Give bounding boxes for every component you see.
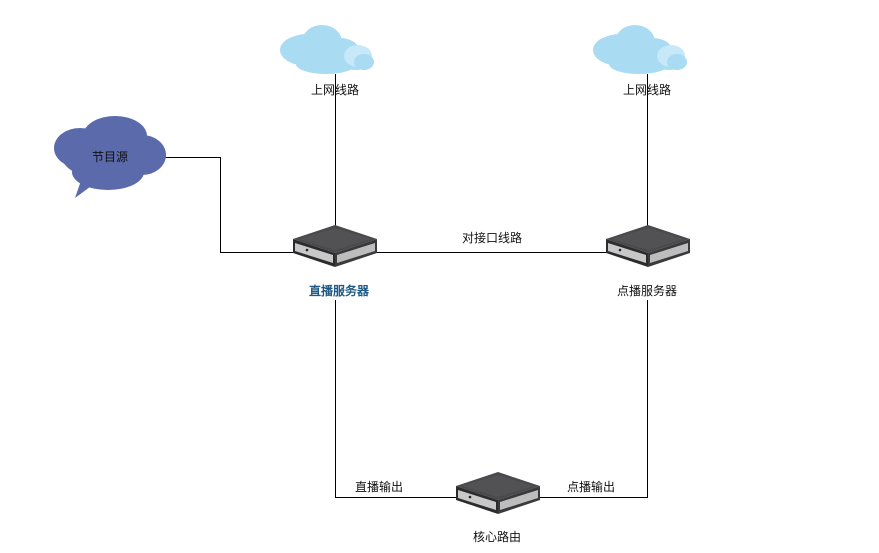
- cloud-icon: [593, 25, 687, 74]
- wire-live-output: [335, 300, 458, 498]
- core-router-label: 核心路由: [473, 529, 521, 544]
- cloud-icon: [280, 25, 374, 74]
- vod-server-label: 点播服务器: [617, 283, 677, 298]
- wire-program-source-to-live-server: [162, 157, 294, 253]
- program-source-label: 节目源: [92, 150, 128, 164]
- vod-output-link-label: 点播输出: [567, 479, 615, 494]
- wire-vod-output: [540, 300, 648, 498]
- live-server-label: 直播服务器: [309, 283, 370, 298]
- core-router[interactable]: 核心路由: [456, 472, 540, 544]
- live-server[interactable]: 直播服务器: [293, 225, 377, 298]
- server-icon: [293, 225, 377, 267]
- internet-left-label: 上网线路: [311, 82, 359, 97]
- internet-cloud-right[interactable]: 上网线路: [593, 25, 687, 97]
- interconnect-link-label: 对接口线路: [462, 230, 522, 245]
- internet-right-label: 上网线路: [623, 82, 671, 97]
- live-output-link-label: 直播输出: [355, 479, 403, 494]
- internet-cloud-left[interactable]: 上网线路: [280, 25, 374, 97]
- server-icon: [606, 225, 690, 267]
- speech-cloud-icon: [54, 116, 166, 198]
- program-source[interactable]: 节目源: [54, 116, 166, 198]
- vod-server[interactable]: 点播服务器: [606, 225, 690, 298]
- server-icon: [456, 472, 540, 514]
